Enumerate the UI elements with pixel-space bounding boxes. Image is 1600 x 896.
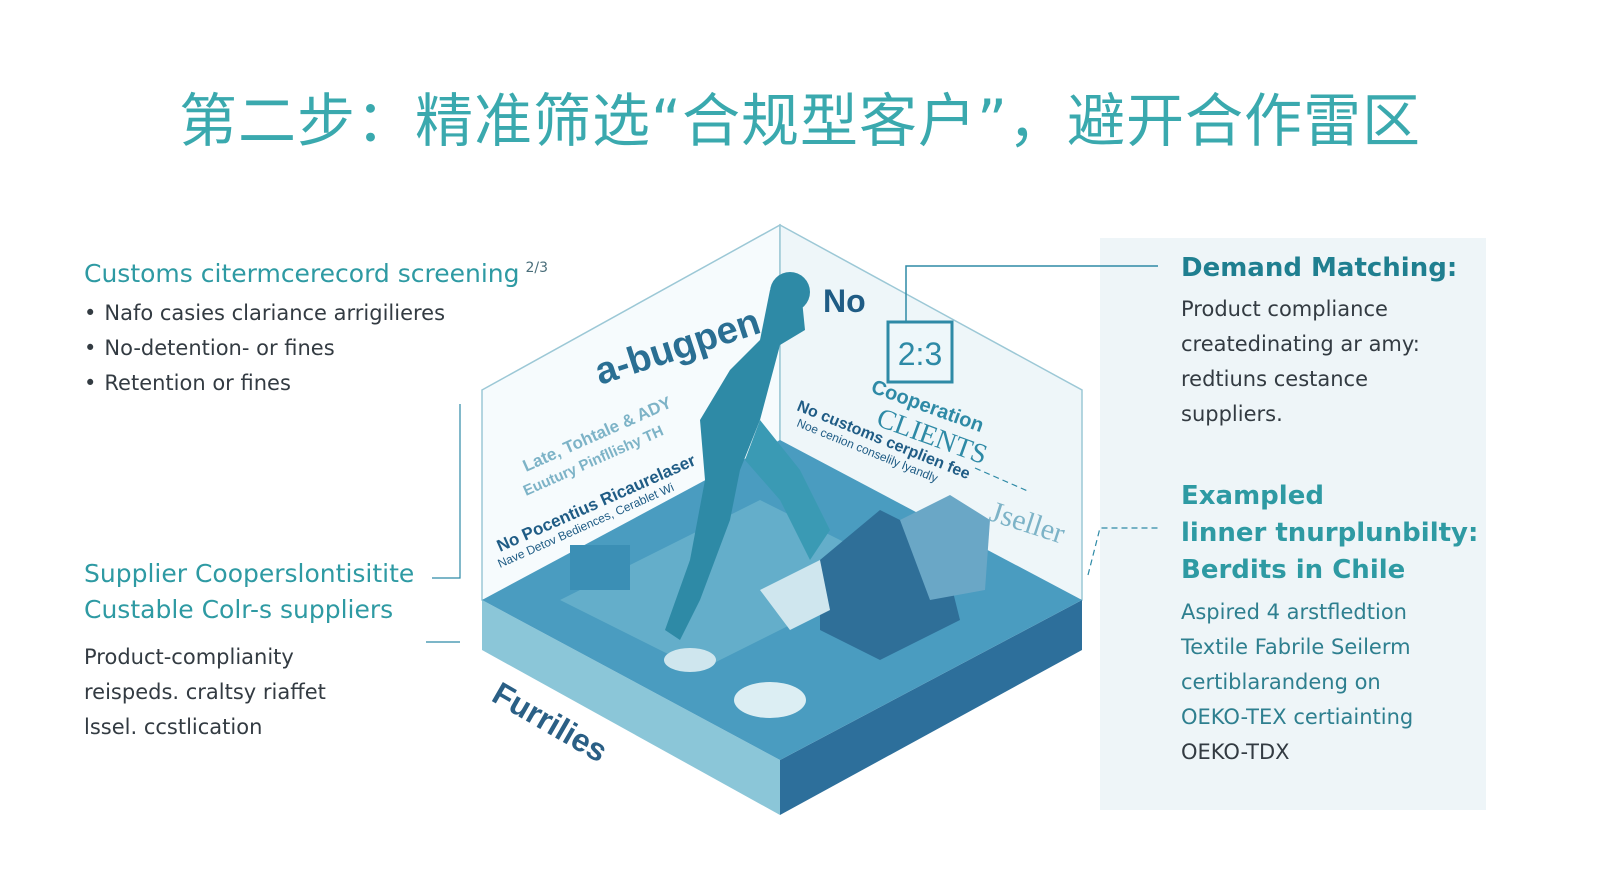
example-section: Exampled linner tnurplunbilty: Berdits i…: [1181, 478, 1511, 770]
text-line: Aspired 4 arstfledtion: [1181, 600, 1407, 624]
text-line: createdinating ar amy:: [1181, 332, 1420, 356]
no-text: No: [823, 283, 866, 319]
supplier-cooperation-section: Supplier Cooperslontisitite Custable Col…: [84, 556, 484, 745]
connector-line: [974, 467, 1031, 493]
demand-matching-heading: Demand Matching:: [1181, 253, 1458, 283]
supplier-heading-line2: Custable Colr-s suppliers: [84, 595, 394, 624]
customs-screening-list: Nafo casies clariance arrigilieres No-de…: [84, 296, 644, 401]
person-leg: [745, 420, 830, 560]
base-right-side: [780, 600, 1082, 815]
example-paragraph-dark: OEKO-TDX: [1181, 740, 1290, 764]
connector-line: [905, 265, 1158, 322]
example-heading: Exampled linner tnurplunbilty: Berdits i…: [1181, 478, 1511, 589]
supplier-heading-line1: Supplier Cooperslontisitite: [84, 559, 415, 588]
counter-text: 2:3: [898, 336, 942, 372]
rock-shape: [900, 495, 990, 600]
connector-line: [1087, 527, 1158, 576]
text-line: reispeds. craltsy riaffet: [84, 680, 326, 704]
text-line: Textile Fabrile Seilerm: [1181, 635, 1411, 659]
counter-box: [886, 320, 954, 384]
text-line: suppliers.: [1181, 402, 1283, 426]
text-line: certiblarandeng on: [1181, 670, 1381, 694]
list-item: No-detention- or fines: [84, 331, 644, 366]
text-line: lssel. ccstlication: [84, 715, 263, 739]
list-item: Nafo casies clariance arrigilieres: [84, 296, 644, 331]
supplier-paragraph: Product-complianity reispeds. craltsy ri…: [84, 640, 484, 745]
disc-shape: [734, 682, 806, 718]
person-figure: [665, 280, 805, 640]
base-left-side: [482, 600, 780, 815]
disc-shape: [664, 648, 716, 672]
rock-shape: [760, 560, 830, 630]
demand-matching-section: Demand Matching: Product compliance crea…: [1181, 250, 1511, 432]
text-line: Product-complianity: [84, 645, 294, 669]
heading-line: linner tnurplunbilty:: [1181, 518, 1479, 548]
person-head: [770, 272, 810, 312]
text-line: OEKO-TEX certiainting: [1181, 705, 1414, 729]
list-item: Retention or fines: [84, 366, 644, 401]
text-line: Product compliance: [1181, 297, 1388, 321]
text-line: redtiuns cestance: [1181, 367, 1369, 391]
heading-line: Berdits in Chile: [1181, 555, 1406, 585]
box-shape: [570, 545, 630, 590]
example-paragraph: Aspired 4 arstfledtion Textile Fabrile S…: [1181, 595, 1511, 735]
connector-line: [432, 404, 461, 579]
superscript: 2/3: [525, 260, 549, 276]
right-panel-background: [1100, 238, 1486, 810]
page-title: 第二步：精准筛选“合规型客户”，避开合作雷区: [178, 87, 1422, 155]
heading-line: Exampled: [1181, 481, 1324, 511]
demand-matching-paragraph: Product compliance createdinating ar amy…: [1181, 292, 1511, 432]
